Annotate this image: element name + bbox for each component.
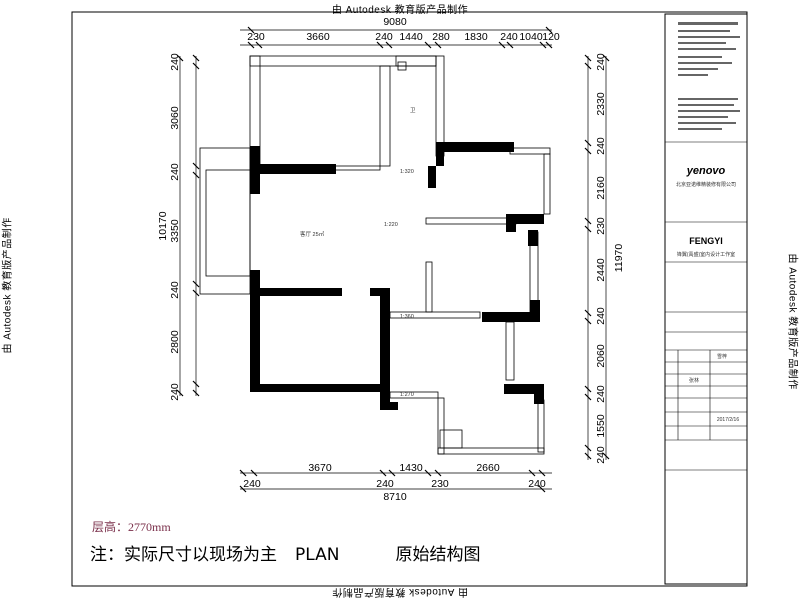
- dim-bottom-1: 240: [243, 478, 261, 490]
- brand-logo: yenovo: [686, 165, 726, 177]
- dim-bottom-5: 230: [431, 478, 449, 490]
- dim-right-7: 240: [595, 307, 607, 325]
- dim-left-total: 10170: [157, 211, 169, 240]
- dim-top-6: 1830: [464, 31, 488, 43]
- dim-right-11: 240: [595, 446, 607, 464]
- dim-right-total: 11970: [613, 244, 625, 273]
- dim-left-3: 240: [169, 163, 181, 181]
- dim-left: 10170 240 3060 240 3350 240 2800 240: [157, 53, 181, 401]
- dim-right-5: 230: [595, 217, 607, 235]
- dim-top-1: 230: [247, 31, 265, 43]
- door-label-c: 1:360: [400, 314, 414, 320]
- dim-right-10: 1550: [595, 414, 607, 438]
- dim-left-4: 3350: [169, 219, 181, 243]
- dim-left-5: 240: [169, 281, 181, 299]
- dim-right-2: 2330: [595, 92, 607, 116]
- dim-right-6: 2440: [595, 258, 607, 282]
- drawing-title: 原始结构图: [395, 545, 480, 565]
- dim-right-9: 240: [595, 385, 607, 403]
- dim-bottom-7: 240: [528, 478, 546, 490]
- date-value: 2017/2/16: [717, 417, 739, 423]
- note-text: 注：实际尺寸以现场为主: [90, 545, 277, 565]
- dim-top-8: 1040: [519, 31, 543, 43]
- title-block-notes: [678, 22, 740, 130]
- dimension-lines: [180, 30, 606, 489]
- dim-top-4: 1440: [399, 31, 423, 43]
- dim-top-9: 120: [542, 31, 560, 43]
- dim-top-3: 240: [375, 31, 393, 43]
- dim-left-2: 3060: [169, 106, 181, 130]
- dim-left-1: 240: [169, 53, 181, 71]
- door-label-d: 1:270: [400, 392, 414, 398]
- dim-bottom-total: 8710: [383, 491, 407, 503]
- dim-top-total: 9080: [383, 16, 407, 28]
- plan-label: PLAN: [295, 545, 339, 565]
- brand-sub: 北京亚诺维精装修有限公司: [676, 181, 736, 188]
- dim-bottom-4: 1430: [399, 462, 423, 474]
- dim-bottom-3: 240: [376, 478, 394, 490]
- dim-top-segments: 230 3660 240 1440 280 1830 240 1040 120: [247, 31, 560, 43]
- room-label-living: 客厅 25㎡: [300, 230, 325, 238]
- door-label-a: 1:320: [400, 169, 414, 175]
- dim-right-3: 240: [595, 137, 607, 155]
- dim-right-4: 2160: [595, 176, 607, 200]
- dim-right-8: 2060: [595, 344, 607, 368]
- dim-right: 11970 240 2330 240 2160 230 2440 240 206…: [595, 53, 625, 464]
- studio-sub: 锋翼(禹盛)室内设计工作室: [677, 251, 735, 258]
- dim-top-7: 240: [500, 31, 518, 43]
- designer-name: 张林: [689, 377, 699, 384]
- dim-left-7: 240: [169, 383, 181, 401]
- dim-top-5: 280: [432, 31, 450, 43]
- dim-bottom-2: 3670: [308, 462, 332, 474]
- dim-left-6: 2800: [169, 330, 181, 354]
- room-label-bath: 卫: [410, 107, 416, 114]
- studio-logo: FENGYI: [689, 236, 723, 246]
- dim-right-1: 240: [595, 53, 607, 71]
- structural-walls: [250, 142, 544, 410]
- dim-bottom-6: 2660: [476, 462, 500, 474]
- dim-top-2: 3660: [306, 31, 330, 43]
- checker-name: 雪梓: [717, 353, 727, 360]
- thin-walls: [200, 56, 550, 454]
- footer-note: 注：实际尺寸以现场为主 PLAN 原始结构图: [90, 540, 480, 565]
- door-label-b: 1:220: [384, 222, 398, 228]
- floor-height-label: 层高：2770mm: [92, 518, 171, 535]
